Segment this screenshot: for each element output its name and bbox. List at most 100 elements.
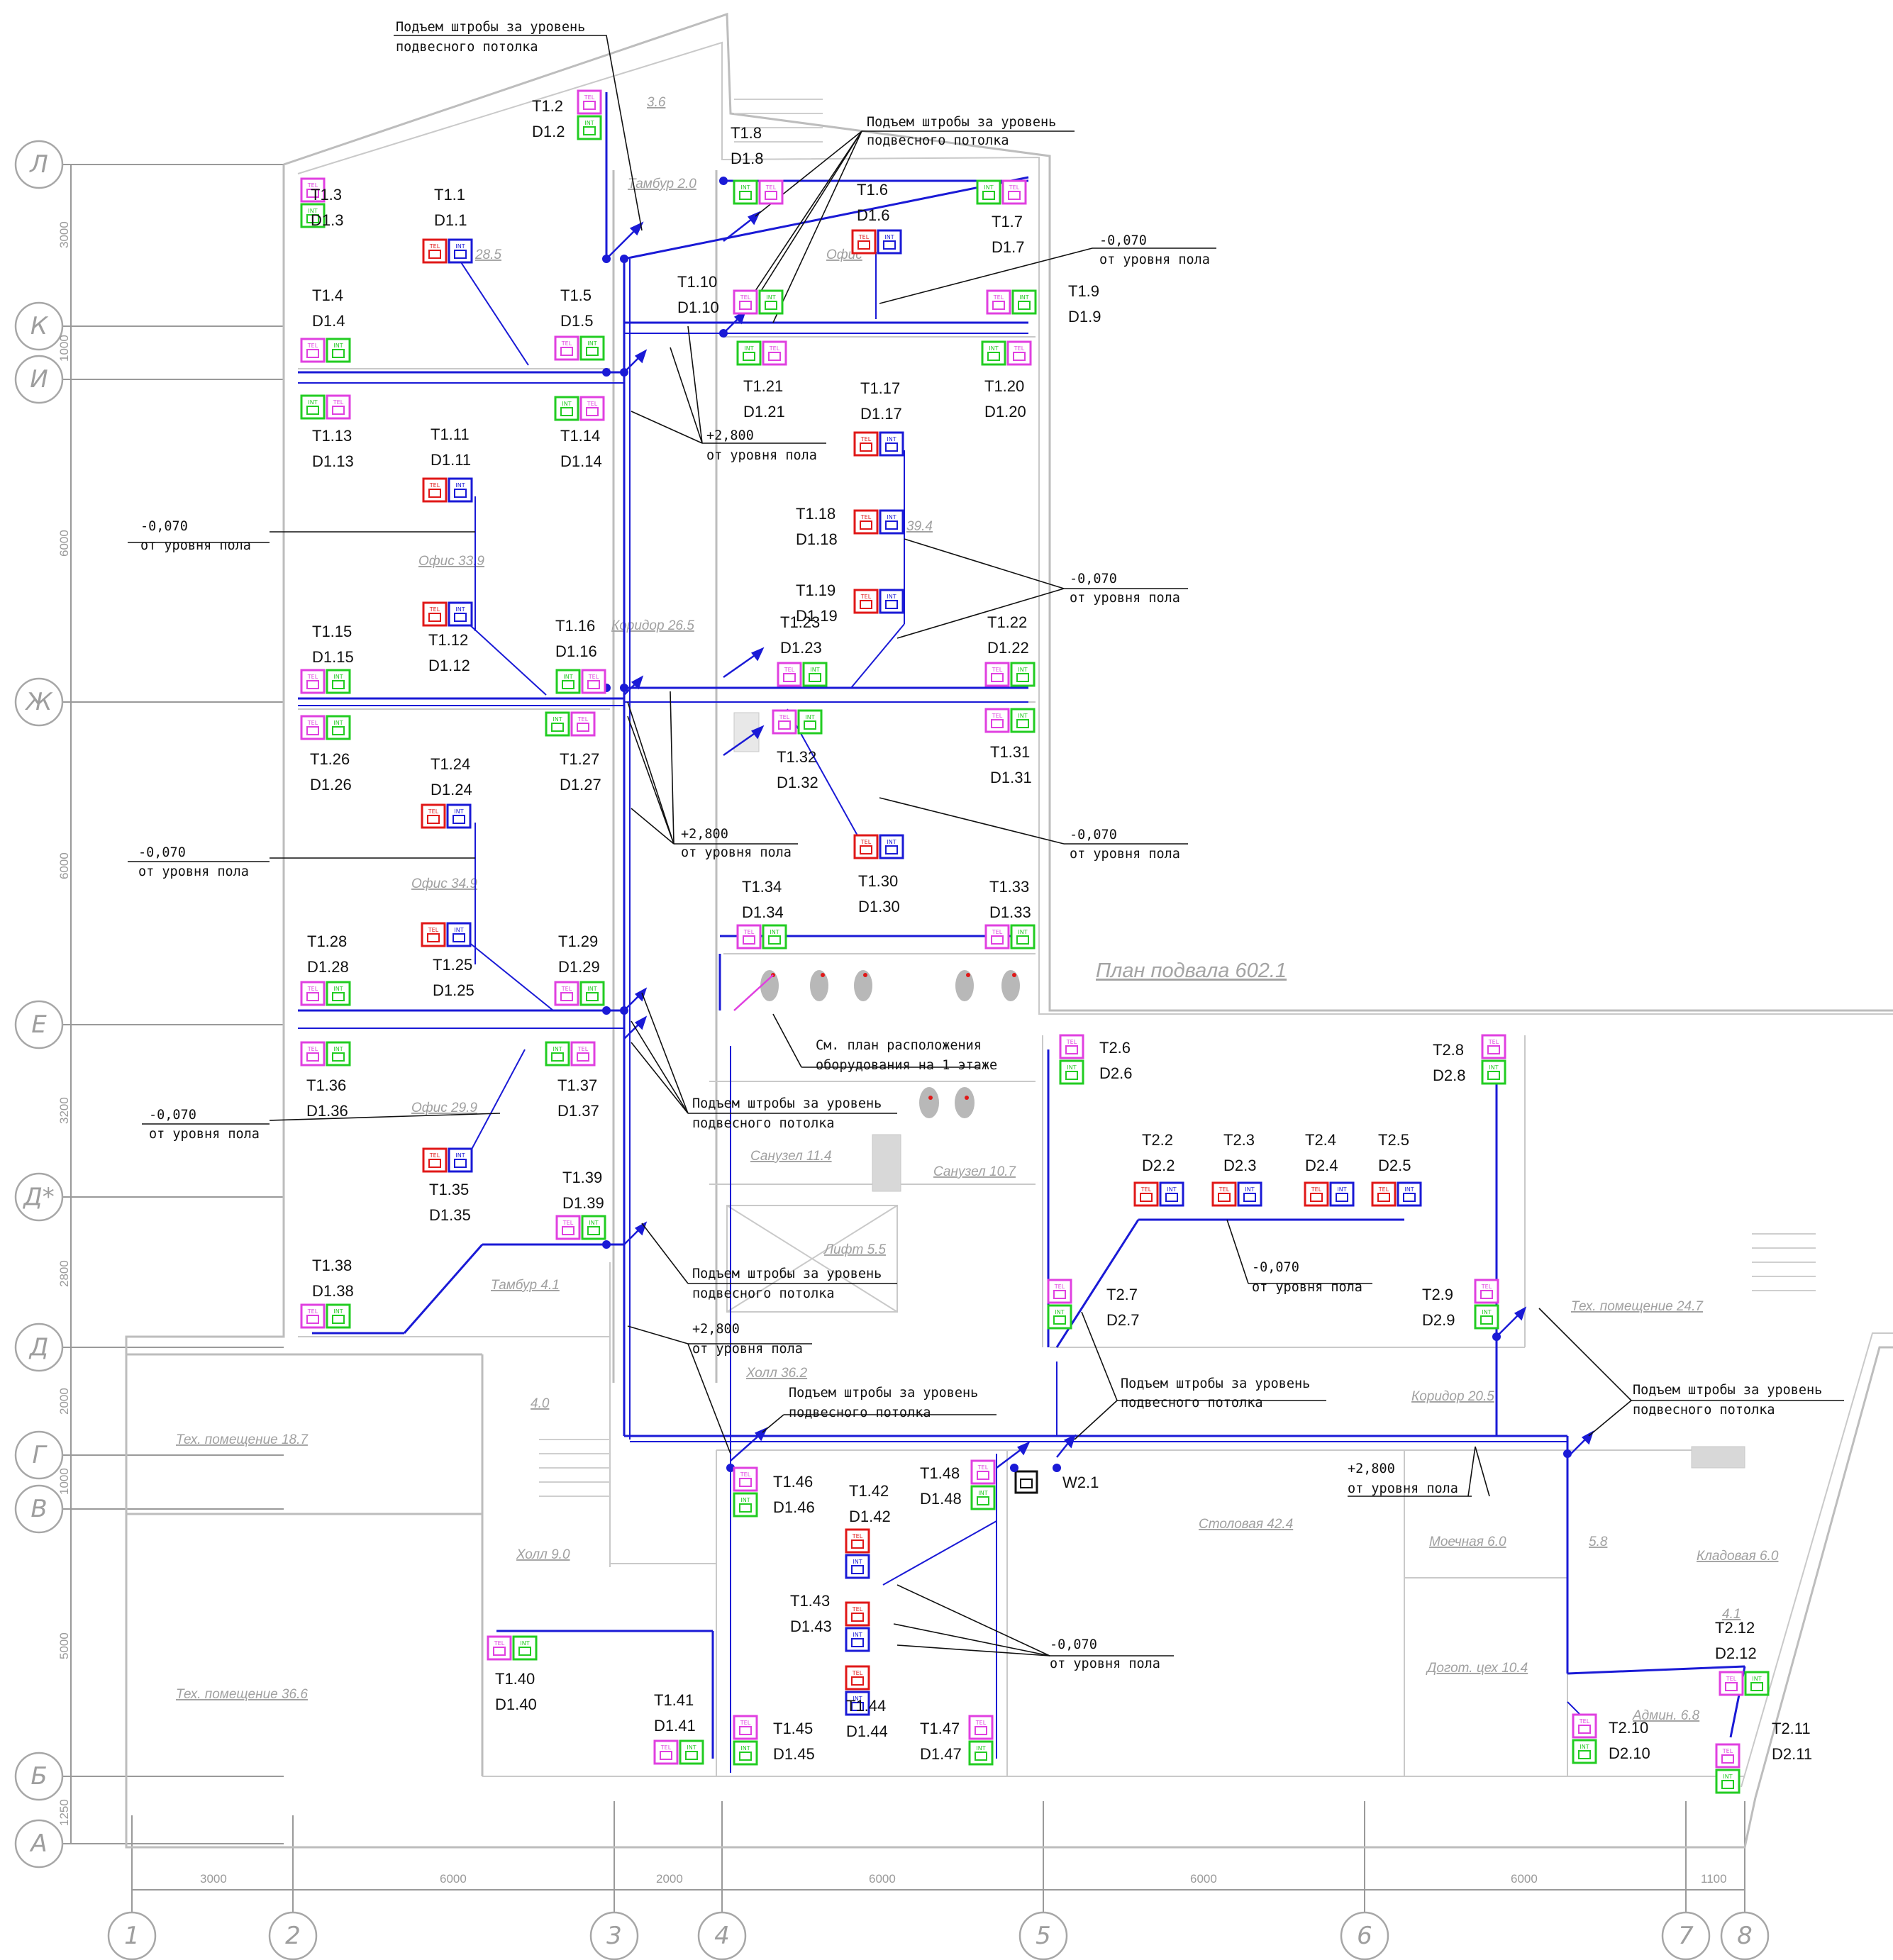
room-label: Моечная 6.0 (1429, 1535, 1506, 1549)
socket-text: TEL (992, 929, 1003, 935)
outlet-d-label: D2.4 (1305, 1157, 1338, 1174)
room-label: Офис 29.9 (411, 1101, 477, 1115)
outlet-labels: T1.1D1.1T1.2D1.2T1.3D1.3T1.4D1.4T1.5D1.5… (306, 97, 1812, 1763)
socket-text: TEL (429, 606, 440, 613)
dim-text: 6000 (440, 1872, 467, 1886)
outlet-d-label: D2.10 (1609, 1744, 1650, 1762)
room-label: Тех. помещение 36.6 (176, 1687, 308, 1702)
outlet-t-label: T1.43 (790, 1592, 830, 1610)
room-label: Лифт 5.5 (823, 1242, 886, 1257)
tel-socket: TEL (422, 477, 448, 503)
room-labels: 3.6 Тамбур 2.0 Офис 28.5 Офис 33.9 Корид… (176, 95, 1779, 1723)
dim-text: 2800 (57, 1260, 71, 1287)
tel-socket: TEL (853, 431, 879, 457)
outlet-d-label: D1.7 (992, 238, 1024, 256)
socket-text: INT (984, 184, 993, 191)
outlet-t-label: T1.25 (433, 956, 472, 974)
int-socket: INT (326, 669, 351, 694)
int-socket: INT (300, 394, 326, 420)
socket-text: TEL (588, 674, 599, 680)
outlet-d-label: D1.31 (990, 769, 1032, 786)
room-label: Кладовая 6.0 (1697, 1549, 1779, 1564)
socket-text: TEL (1378, 1186, 1389, 1193)
socket-text: INT (553, 716, 562, 723)
outlet-d-label: D1.3 (311, 211, 343, 229)
tel-socket: TEL (970, 1459, 996, 1485)
outlet-d-label: D1.4 (312, 312, 345, 330)
int-socket: INT (802, 662, 828, 687)
dim-text: 6000 (1190, 1872, 1217, 1886)
room-label: 3.6 (647, 95, 666, 110)
tel-socket: TEL (422, 1147, 448, 1173)
outlet-d-label: D1.47 (920, 1745, 962, 1763)
outlet-t2.5: TEL INT (1371, 1181, 1422, 1207)
outlet-d-label: D1.38 (312, 1282, 354, 1300)
tel-socket: TEL (1474, 1279, 1499, 1304)
socket-text: INT (687, 1744, 696, 1751)
socket-text: INT (454, 808, 463, 815)
riser-note: Подъем штробы за уровень (1121, 1376, 1310, 1391)
outlet-d-label: D1.14 (560, 452, 602, 470)
wifi-access-point: W2.1 (1010, 1464, 1099, 1494)
outlet-t1.9: TEL INT (986, 289, 1037, 315)
outlet-t-label: T2.7 (1106, 1286, 1138, 1303)
riser-note: подвесного потолка (1633, 1403, 1775, 1418)
socket-text: TEL (577, 1046, 589, 1052)
floor-note: -0,070 (1070, 828, 1117, 842)
socket-text: INT (333, 674, 343, 680)
outlet-t1.35: TEL INT (422, 1147, 473, 1173)
socket-text: TEL (1722, 1748, 1733, 1754)
floor-note: -0,070 (1252, 1260, 1299, 1275)
outlet-t-label: T1.10 (677, 273, 717, 291)
socket-text: INT (1018, 667, 1027, 673)
socket-text: INT (587, 986, 596, 992)
outlet-t-label: T1.42 (849, 1482, 889, 1500)
outlet-d-label: D1.37 (557, 1102, 599, 1120)
outlet-d-label: D1.44 (846, 1722, 888, 1740)
socket-text: INT (308, 399, 317, 406)
socket-text: INT (989, 345, 998, 352)
dim-text: 1250 (57, 1799, 71, 1826)
tel-socket: TEL (570, 711, 596, 737)
socket-text: INT (1404, 1186, 1414, 1193)
outlet-d-label: D1.28 (307, 958, 349, 976)
socket-text: TEL (740, 294, 751, 301)
socket-text: TEL (562, 1220, 574, 1226)
socket-text: TEL (587, 401, 598, 407)
outlet-d-label: D1.41 (654, 1717, 696, 1735)
socket-text: TEL (1009, 184, 1020, 191)
socket-text: INT (455, 1152, 465, 1159)
socket-text: TEL (577, 716, 589, 723)
socket-text: TEL (860, 839, 872, 845)
socket-text: INT (333, 1046, 343, 1052)
socket-text: TEL (993, 294, 1004, 301)
tel-socket: TEL (733, 1715, 758, 1740)
int-socket: INT (679, 1739, 704, 1765)
int-socket: INT (545, 711, 570, 737)
outlet-t-label: T1.7 (992, 213, 1023, 230)
int-socket: INT (1159, 1181, 1184, 1207)
socket-text: INT (1019, 294, 1028, 301)
axis-row-label: К (30, 312, 49, 340)
outlet-d-label: D2.12 (1715, 1644, 1757, 1662)
socket-text: TEL (307, 986, 318, 992)
int-socket: INT (1010, 924, 1036, 950)
socket-text: INT (520, 1640, 529, 1647)
tel-socket: TEL (579, 396, 605, 421)
riser-note: подвесного потолка (1121, 1396, 1262, 1410)
socket-text: INT (455, 606, 465, 613)
room-label: Тех. помещение 24.7 (1571, 1299, 1704, 1314)
socket-text: TEL (743, 929, 755, 935)
outlet-t-label: T1.1 (434, 186, 465, 204)
socket-text: TEL (1014, 345, 1025, 352)
outlet-t-label: T2.11 (1772, 1720, 1811, 1737)
socket-text: INT (553, 1046, 562, 1052)
